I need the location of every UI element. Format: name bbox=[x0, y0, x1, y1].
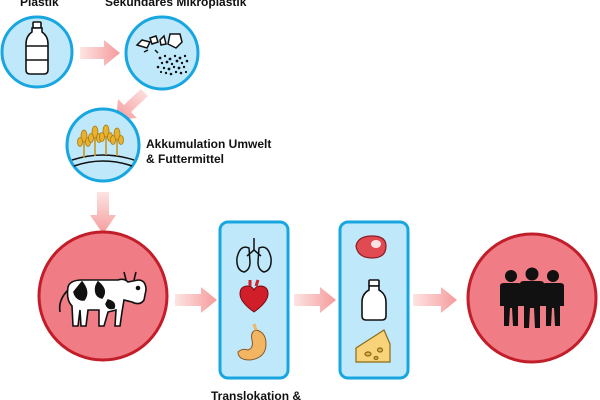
wheat-field-icon bbox=[71, 124, 135, 167]
livestock-node bbox=[37, 230, 169, 362]
arrow-accumulation-to-cow bbox=[90, 192, 116, 234]
microplastic-fragments-icon bbox=[135, 33, 183, 54]
humans-node bbox=[466, 232, 598, 364]
microplastic-node bbox=[124, 15, 200, 91]
arrow-microplastic-to-accumulation bbox=[116, 89, 148, 120]
meat-icon bbox=[355, 235, 387, 259]
stomach-icon bbox=[237, 323, 267, 361]
bottle-icon bbox=[25, 21, 49, 75]
milk-bottle-icon bbox=[361, 279, 387, 321]
microplastic-particles bbox=[156, 54, 189, 76]
label-accumulation-2: & Futtermittel bbox=[146, 152, 224, 166]
plastic-node bbox=[0, 15, 74, 89]
label-translocation: Translokation & bbox=[211, 389, 302, 400]
people-group-icon bbox=[500, 267, 564, 328]
cow-icon bbox=[58, 271, 147, 327]
arrow-organs-to-foods bbox=[294, 287, 336, 313]
label-plastic: Plastik bbox=[20, 0, 59, 9]
accumulation-node bbox=[65, 107, 141, 183]
heart-icon bbox=[239, 279, 269, 313]
foods-node bbox=[338, 220, 410, 380]
cheese-icon bbox=[355, 329, 391, 363]
arrow-cow-to-organs bbox=[175, 287, 217, 313]
label-accumulation: Akkumulation Umwelt bbox=[146, 137, 272, 151]
arrow-foods-to-humans bbox=[413, 287, 457, 313]
lungs-icon bbox=[236, 238, 272, 273]
arrow-plastic-to-microplastic bbox=[80, 40, 120, 66]
organs-node bbox=[218, 220, 290, 380]
label-secondary-microplastic: Sekundäres Mikroplastik bbox=[105, 0, 247, 9]
